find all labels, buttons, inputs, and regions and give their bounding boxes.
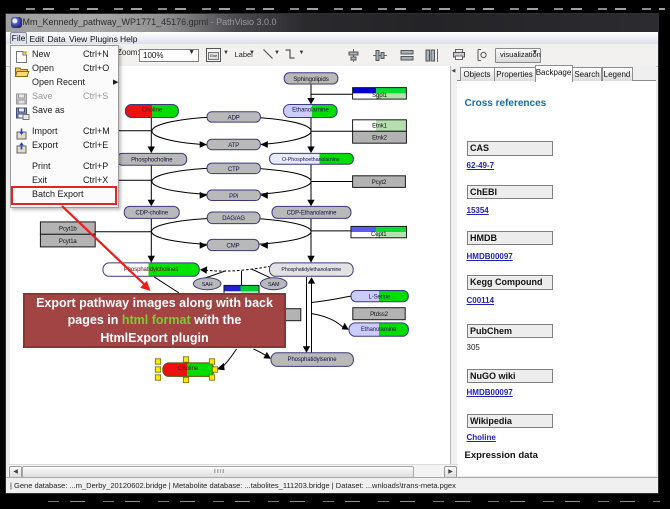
svg-text:Ethanolamine: Ethanolamine [292,106,329,113]
svg-text:Ptdss2: Ptdss2 [370,312,389,318]
svg-text:ATP: ATP [228,143,239,149]
svg-text:O-Phosphoethanolamine: O-Phosphoethanolamine [282,157,340,163]
svg-text:Phosphatidylserine: Phosphatidylserine [288,357,338,363]
svg-text:Phosphatidylcholines: Phosphatidylcholines [124,267,178,273]
svg-text:CDP-Ethanolamine: CDP-Ethanolamine [287,210,338,216]
svg-text:Etnk2: Etnk2 [372,135,388,141]
svg-text:CMP: CMP [226,243,239,249]
svg-text:Phosphatidylethanolamine: Phosphatidylethanolamine [281,267,341,273]
svg-text:Pcyt1a: Pcyt1a [59,239,78,245]
svg-text:CTP: CTP [228,166,240,172]
svg-text:PPi: PPi [229,193,238,199]
svg-text:Cept1: Cept1 [371,231,387,237]
svg-text:Sphingolipids: Sphingolipids [293,75,329,82]
svg-text:Choline: Choline [178,365,199,372]
svg-text:Pcyt2: Pcyt2 [372,179,387,185]
svg-text:Phosphocholine: Phosphocholine [131,157,173,163]
svg-text:ADP: ADP [228,115,240,121]
svg-text:CDP-choline: CDP-choline [135,210,168,216]
svg-text:DAG/AG: DAG/AG [222,216,245,222]
svg-text:Pcyt1b: Pcyt1b [59,226,78,232]
svg-text:Choline: Choline [142,106,163,113]
svg-text:SAM: SAM [268,282,280,288]
svg-text:L-Serine: L-Serine [368,294,391,300]
svg-text:Etnk1: Etnk1 [372,123,388,129]
svg-text:SAH: SAH [202,282,213,288]
svg-text:Sgpl1: Sgpl1 [372,93,388,99]
svg-text:Ethanolamine: Ethanolamine [361,327,397,333]
